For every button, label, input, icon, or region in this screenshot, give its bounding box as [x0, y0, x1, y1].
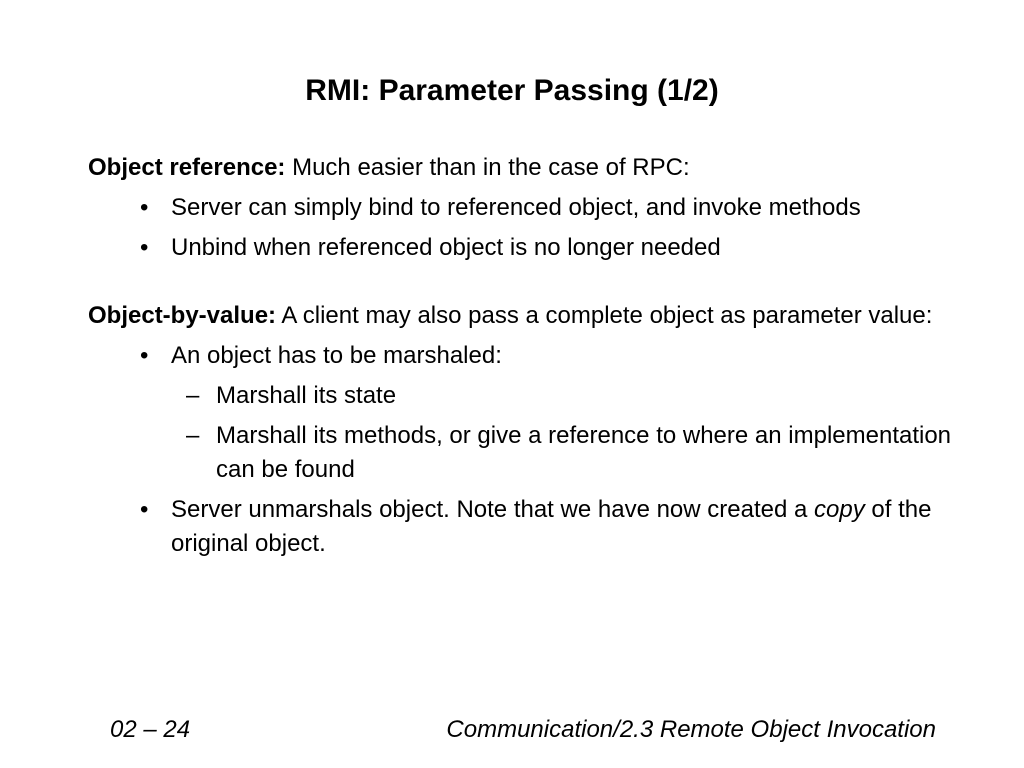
bullet-marker: •	[140, 496, 149, 523]
section-object-by-value: Object-by-value: A client may also pass …	[88, 299, 968, 561]
sub-bullet-item: – Marshall its state	[88, 379, 968, 413]
object-by-value-term: Object-by-value:	[88, 302, 277, 329]
footer-section-title: Communication/2.3 Remote Object Invocati…	[446, 716, 936, 743]
bullet-text: An object has to be marshaled:	[171, 342, 502, 369]
emphasized-copy: copy	[814, 496, 865, 523]
bullet-item: • An object has to be marshaled:	[88, 339, 968, 373]
sub-bullet-text: Marshall its methods, or give a referenc…	[216, 422, 952, 483]
sub-bullet-item: – Marshall its methods, or give a refere…	[88, 419, 968, 487]
object-by-value-bullets: • An object has to be marshaled: – Marsh…	[88, 339, 968, 561]
slide-body: Object reference: Much easier than in th…	[88, 151, 968, 567]
dash-marker: –	[186, 382, 200, 409]
object-reference-bullets: • Server can simply bind to referenced o…	[88, 191, 968, 265]
object-by-value-paragraph: Object-by-value: A client may also pass …	[88, 299, 968, 333]
object-reference-text: Much easier than in the case of RPC:	[285, 154, 690, 181]
bullet-item: • Server unmarshals object. Note that we…	[88, 493, 968, 561]
object-reference-paragraph: Object reference: Much easier than in th…	[88, 151, 968, 185]
sub-bullet-text: Marshall its state	[216, 382, 397, 409]
object-reference-term: Object reference:	[88, 154, 286, 181]
footer-slide-number: 02 – 24	[110, 716, 191, 743]
bullet-text: Server can simply bind to referenced obj…	[171, 194, 861, 221]
section-object-reference: Object reference: Much easier than in th…	[88, 151, 968, 265]
dash-marker: –	[186, 422, 200, 449]
bullet-marker: •	[140, 194, 149, 221]
bullet-marker: •	[140, 234, 149, 261]
object-by-value-text: A client may also pass a complete object…	[276, 302, 933, 329]
bullet-text-before: Server unmarshals object. Note that we h…	[171, 496, 815, 523]
slide-title: RMI: Parameter Passing (1/2)	[305, 74, 719, 107]
bullet-text-after: of the original object.	[171, 496, 932, 557]
bullet-text: Unbind when referenced object is no long…	[171, 234, 721, 261]
bullet-marker: •	[140, 342, 149, 369]
bullet-item: • Unbind when referenced object is no lo…	[88, 231, 968, 265]
bullet-item: • Server can simply bind to referenced o…	[88, 191, 968, 225]
